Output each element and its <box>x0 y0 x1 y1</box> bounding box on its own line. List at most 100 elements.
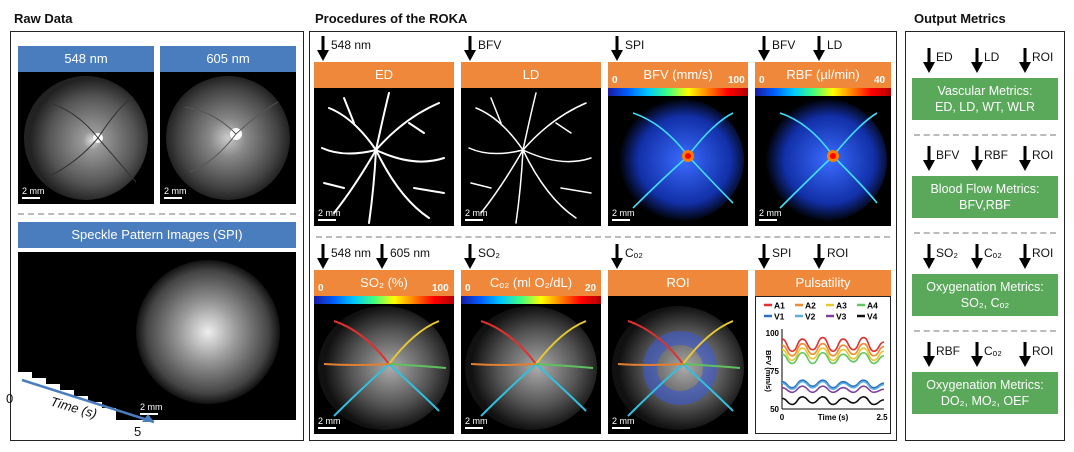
legend-label: V2 <box>805 312 816 322</box>
speckle-stack: 2 mm <box>18 248 296 428</box>
colorbar-min: 0 <box>465 283 471 294</box>
raw-data-panel <box>10 31 304 441</box>
series-line-v4 <box>781 396 885 406</box>
procedures-panel <box>309 31 897 441</box>
ld-header: LD <box>461 62 601 88</box>
input-label: BFV <box>478 38 502 52</box>
scale-bar: 2 mm <box>164 186 187 199</box>
ed-image: 2 mm <box>314 88 454 226</box>
fundus-605-image: 2 mm <box>160 72 296 204</box>
legend-label: A1 <box>774 301 785 311</box>
input-label: 548 nm <box>331 38 372 52</box>
series-line-a2 <box>781 342 885 357</box>
input-label: 605 nm <box>390 246 431 260</box>
series-line-a3 <box>781 347 885 362</box>
time-end: 5 <box>134 424 142 439</box>
divider <box>18 213 296 215</box>
ed-header: ED <box>314 62 454 88</box>
metrics-body: SO₂, Cₒ₂ <box>960 296 1010 310</box>
input-label: SPI <box>625 38 645 52</box>
colorbar-max: 20 <box>585 283 597 294</box>
legend-label: V3 <box>836 312 847 322</box>
input-label: Cₒ₂ <box>625 246 643 260</box>
input-arrow <box>970 146 984 172</box>
metrics-title: Oxygenation Metrics: <box>926 280 1044 294</box>
legend-label: A3 <box>836 301 847 311</box>
input-label: LD <box>827 38 843 52</box>
legend-label: A2 <box>805 301 816 311</box>
input-label: Cₒ₂ <box>984 246 1002 260</box>
roi-map: 2 mm <box>608 296 748 434</box>
co2-header: Cₒ₂ (ml O₂/dL) <box>461 270 601 296</box>
series-line-v1 <box>781 379 885 389</box>
scale-bar: 2 mm <box>759 208 782 221</box>
input-label: SO₂ <box>936 246 958 260</box>
raw-data-title: Raw Data <box>14 11 73 26</box>
output-panel <box>905 31 1065 441</box>
input-label: SPI <box>772 246 792 260</box>
colorbar-max: 100 <box>432 283 449 294</box>
x-tick-label: 2.5 <box>876 413 888 422</box>
scale-bar: 2 mm <box>140 402 163 415</box>
output-metrics-title: Output Metrics <box>914 11 1006 26</box>
input-arrow <box>1018 48 1032 74</box>
input-label: SO₂ <box>478 246 500 260</box>
input-label: ROI <box>1032 246 1054 260</box>
input-arrow <box>1018 244 1032 270</box>
scale-bar: 2 mm <box>318 208 341 221</box>
colorbar <box>461 296 601 304</box>
colorbar-min: 0 <box>759 75 765 86</box>
metrics-title: Vascular Metrics: <box>937 84 1033 98</box>
img1-label: 548 nm <box>18 46 154 72</box>
input-arrow <box>1018 342 1032 368</box>
input-arrow <box>970 244 984 270</box>
input-arrow <box>922 244 936 270</box>
colorbar <box>314 296 454 304</box>
input-arrow <box>463 36 477 62</box>
img2-label: 605 nm <box>160 46 296 72</box>
colorbar-max: 100 <box>728 75 745 86</box>
input-label: ROI <box>1032 50 1054 64</box>
colorbar <box>755 88 891 96</box>
legend-label: V1 <box>774 312 785 322</box>
y-tick-label: 100 <box>766 329 780 338</box>
scale-bar: 2 mm <box>612 416 635 429</box>
legend-label: V4 <box>867 312 878 322</box>
colorbar-min: 0 <box>612 75 618 86</box>
input-arrow <box>757 36 771 62</box>
metrics-box: Vascular Metrics: ED, LD, WT, WLR <box>912 78 1058 120</box>
input-arrow <box>316 36 330 62</box>
y-tick-label: 50 <box>770 405 779 414</box>
bfv-header: BFV (mm/s) <box>608 62 748 88</box>
divider <box>316 236 890 238</box>
input-label: ED <box>936 50 953 64</box>
metrics-body: ED, LD, WT, WLR <box>934 100 1035 114</box>
rbf-map: 2 mm <box>755 88 891 226</box>
metrics-body: BFV,RBF <box>959 198 1011 212</box>
time-start: 0 <box>6 391 14 406</box>
spi-label: Speckle Pattern Images (SPI) <box>18 222 296 248</box>
y-tick-label: 75 <box>770 367 779 376</box>
input-label: RBF <box>984 148 1008 162</box>
time-arrow <box>21 378 155 424</box>
co2-map: 2 mm <box>461 296 601 434</box>
input-arrow <box>1018 146 1032 172</box>
input-arrow <box>970 342 984 368</box>
ld-image: 2 mm <box>461 88 601 226</box>
input-arrow <box>812 244 826 270</box>
metrics-box: Blood Flow Metrics: BFV,RBF <box>912 176 1058 218</box>
series-line-a1 <box>781 336 885 353</box>
input-label: ROI <box>1032 344 1054 358</box>
input-arrow <box>922 48 936 74</box>
x-axis-label: Time (s) <box>818 413 849 422</box>
metrics-title: Blood Flow Metrics: <box>930 182 1040 196</box>
input-arrow <box>922 146 936 172</box>
rbf-header: RBF (µl/min) <box>755 62 891 88</box>
procedures-title: Procedures of the ROKA <box>315 11 468 26</box>
input-arrow <box>375 244 389 270</box>
input-arrow <box>922 342 936 368</box>
input-arrow <box>812 36 826 62</box>
input-arrow <box>610 244 624 270</box>
